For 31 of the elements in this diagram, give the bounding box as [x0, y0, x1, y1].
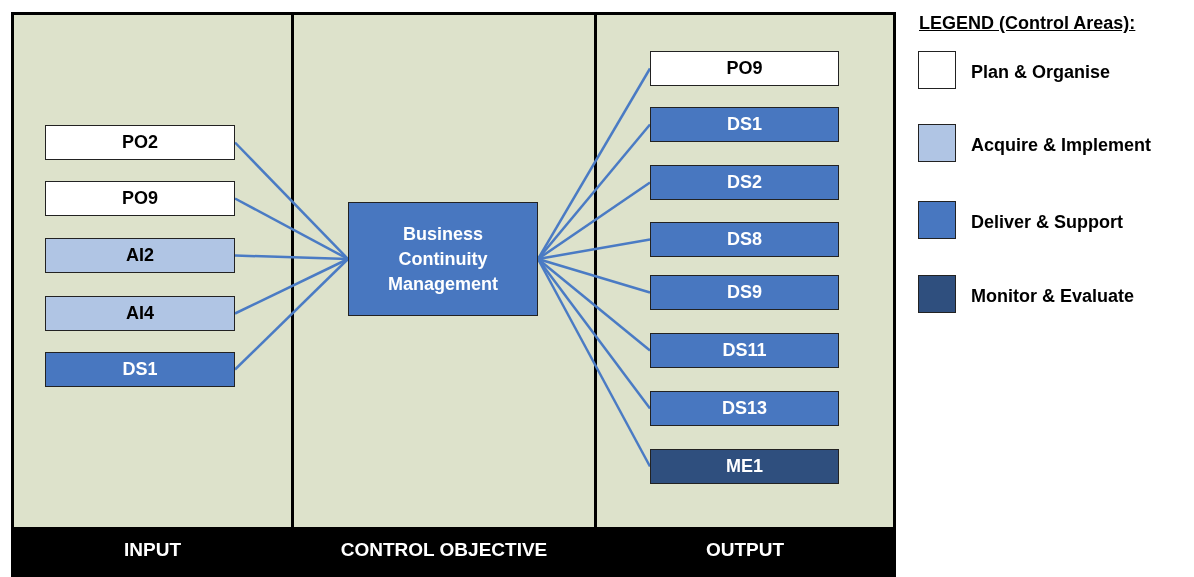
connector-line: [234, 197, 349, 261]
control-box: PO9: [45, 181, 235, 216]
control-box: DS8: [650, 222, 839, 257]
control-box: PO9: [650, 51, 839, 86]
connector-line: [536, 258, 652, 468]
legend-label: Acquire & Implement: [971, 134, 1152, 157]
column-heading: OUTPUT: [705, 538, 785, 563]
control-box: DS1: [650, 107, 839, 142]
column-heading: CONTROL OBJECTIVE: [340, 538, 548, 563]
control-box: AI2: [45, 238, 235, 273]
column-panel: [11, 12, 294, 577]
control-box: AI4: [45, 296, 235, 331]
control-box: PO2: [45, 125, 235, 160]
legend-title: LEGEND (Control Areas):: [919, 12, 1136, 35]
connector-line: [537, 257, 651, 294]
control-box: Business Continuity Management: [348, 202, 538, 316]
control-box: ME1: [650, 449, 839, 484]
column-panel: [594, 12, 896, 577]
connector-line: [234, 258, 349, 371]
column-panel: [291, 12, 597, 577]
control-box: DS2: [650, 165, 839, 200]
legend-label: Plan & Organise: [971, 61, 1111, 84]
connector-line: [234, 141, 349, 260]
legend-label: Deliver & Support: [971, 211, 1124, 234]
column-heading: INPUT: [124, 538, 181, 563]
connector-line: [537, 238, 651, 261]
legend-label: Monitor & Evaluate: [971, 285, 1135, 308]
control-box: DS11: [650, 333, 839, 368]
control-box: DS13: [650, 391, 839, 426]
control-box: DS9: [650, 275, 839, 310]
control-box: DS1: [45, 352, 235, 387]
